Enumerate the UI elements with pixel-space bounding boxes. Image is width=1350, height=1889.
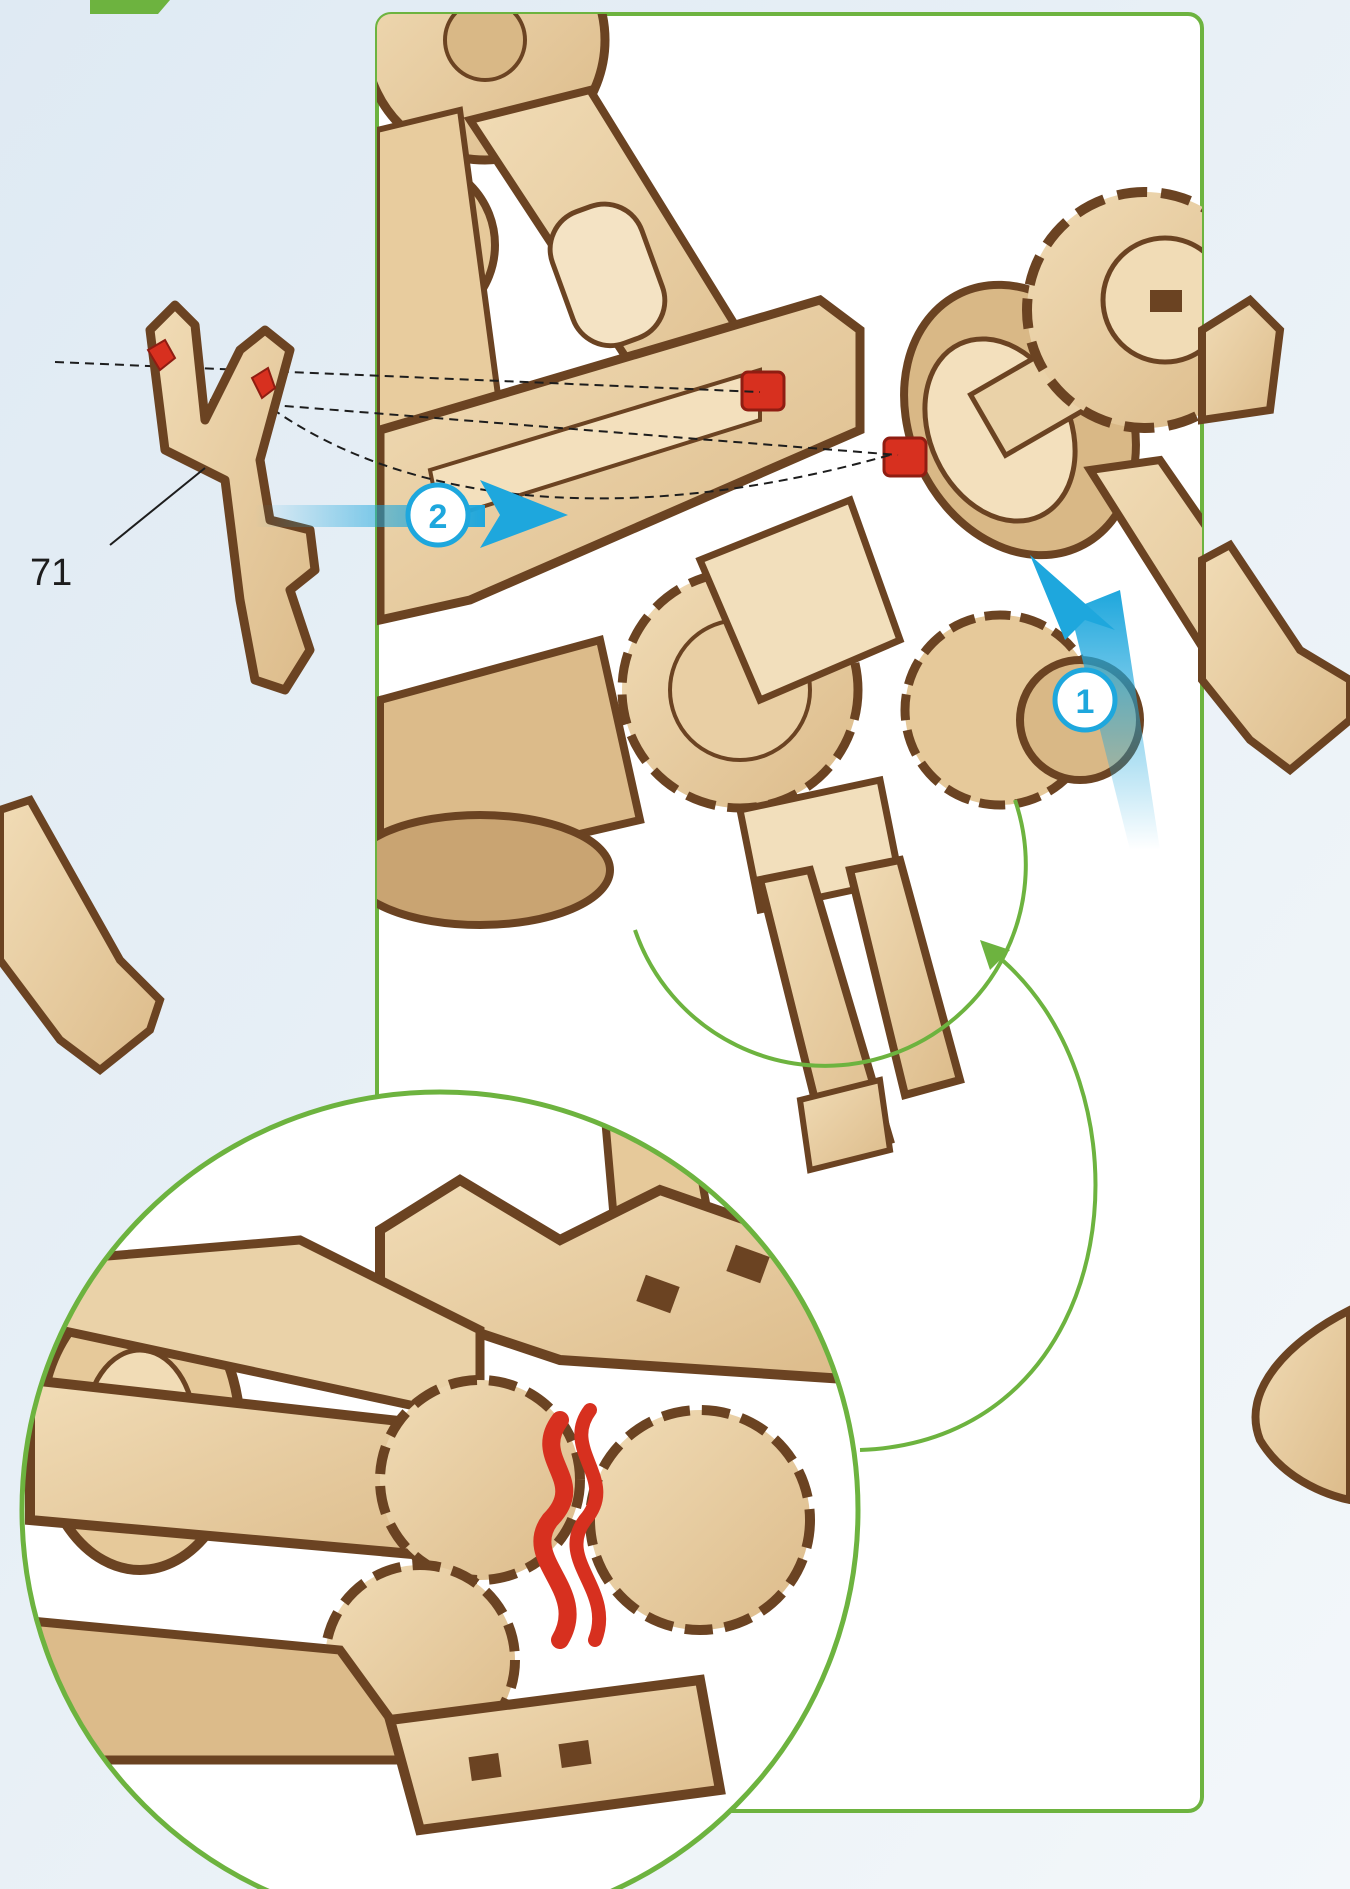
corner-tab [90,0,170,14]
connector-peg [884,438,926,476]
step-badge-2: 2 [429,498,448,536]
part-number-label: 71 [30,552,72,594]
step-badge-1: 1 [1076,683,1095,721]
